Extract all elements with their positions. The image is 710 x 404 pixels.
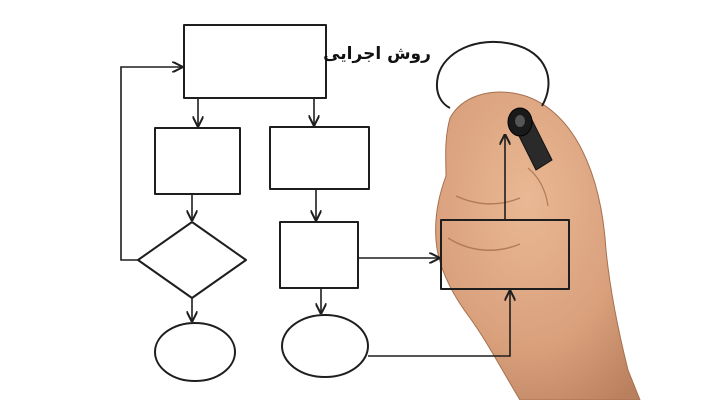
- right-box: [269, 126, 370, 190]
- middle-ellipse: [281, 314, 369, 378]
- diagram-title: روش اجرایی: [323, 44, 431, 64]
- middle-box: [279, 221, 359, 289]
- top-right-ellipse: [436, 40, 550, 109]
- left-box: [154, 127, 241, 195]
- finger-crease: [455, 195, 521, 205]
- edge-diamond-loop-to-top: [120, 67, 182, 261]
- edge-ellipse-to-far-right: [368, 291, 510, 357]
- hand-illustration: [435, 91, 641, 401]
- knuckle-crease: [447, 237, 521, 251]
- marker-pen: [507, 107, 553, 171]
- left-ellipse: [154, 322, 236, 382]
- hand-shape: [435, 91, 641, 401]
- decision-diamond: [137, 221, 247, 299]
- thumb-crease: [527, 167, 549, 207]
- top-box: [183, 24, 327, 99]
